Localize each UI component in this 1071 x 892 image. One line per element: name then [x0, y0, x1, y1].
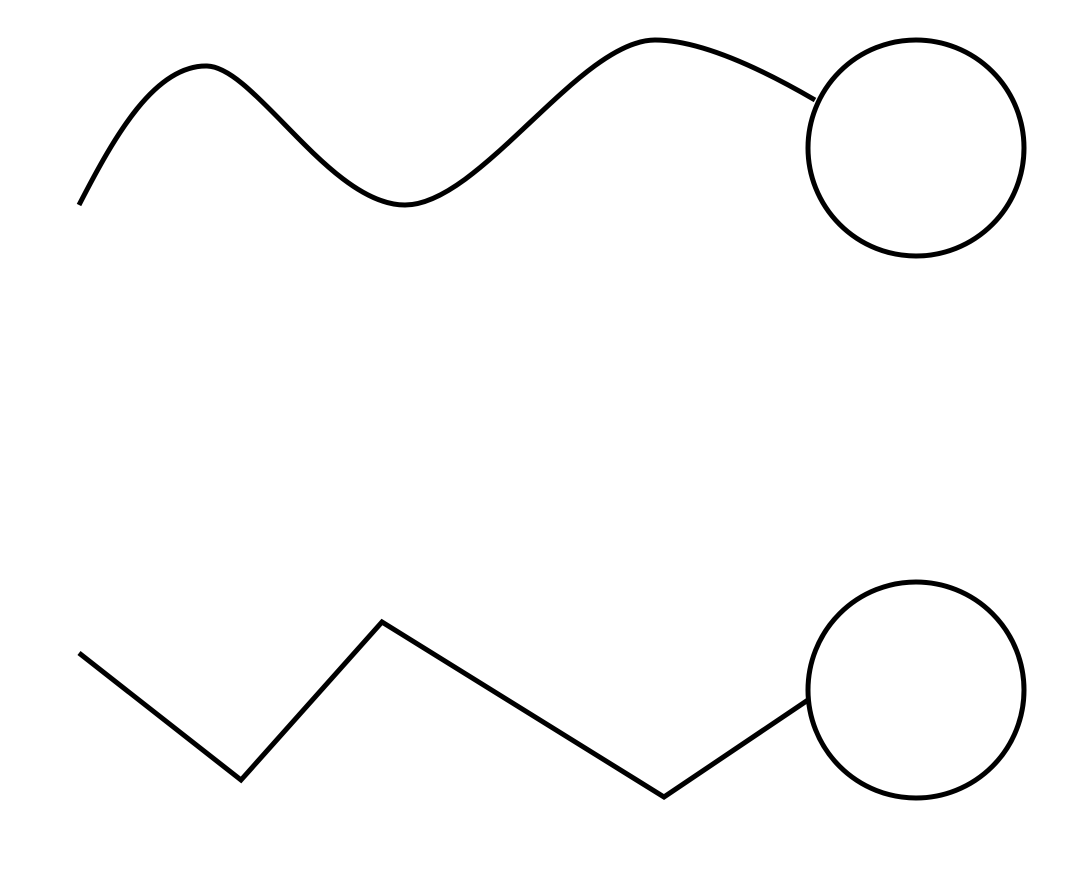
- end-circle-bottom: [805, 579, 1027, 801]
- end-circle-top: [805, 37, 1027, 259]
- zigzag-polyline: [77, 618, 810, 800]
- wavy-curve-line: [76, 37, 817, 208]
- figure-zigzag-line-with-circle: [77, 579, 1027, 801]
- figure-curved-line-with-circle: [76, 37, 1027, 259]
